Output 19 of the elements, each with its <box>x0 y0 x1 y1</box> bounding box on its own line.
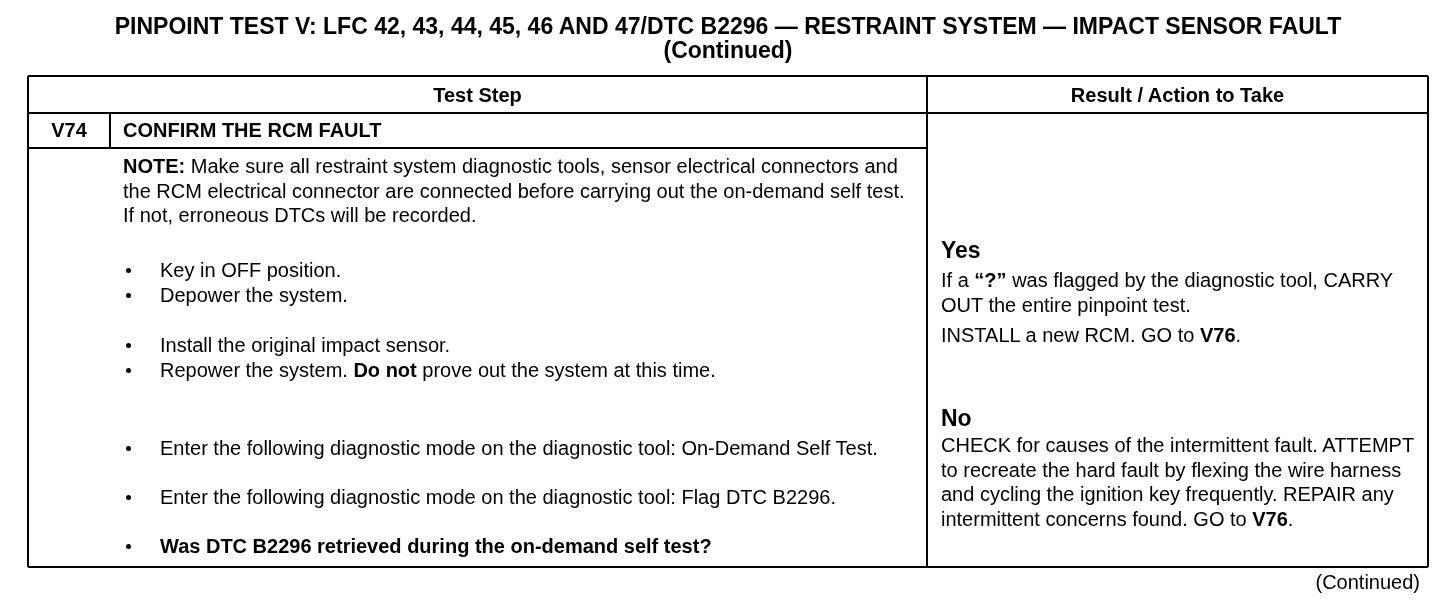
title: PINPOINT TEST V: LFC 42, 43, 44, 45, 46 AND 47/DTC B2296 — RESTRAINT SYSTEM — IMPACT SENSOR FAULT (Continued) <box>113 14 1343 62</box>
step-text: Install the original impact sensor. <box>160 333 452 358</box>
result-heading: No <box>941 406 973 431</box>
result-text: If a “?” was flagged by the diagnostic tool, CARRY OUT the entire pinpoint test. <box>941 268 1394 317</box>
step-text: Repower the system. Do not prove out the system at this time. <box>160 358 717 383</box>
question-text: Was DTC B2296 retrieved during the on-demand self test? <box>160 534 713 559</box>
step-number: V74 <box>50 118 88 143</box>
column-header: Result / Action to Take <box>1069 83 1286 108</box>
action-text: CHECK for causes of the intermittent fault. ATTEMPT to recreate the hard fault by flexing the wire harness and cycling the ignition key frequently. REPAIR any intermittent concerns found. GO to V76. <box>941 433 1415 531</box>
step-text: Depower the system. <box>160 283 349 308</box>
step-text: Enter the following diagnostic mode on the diagnostic tool: On-Demand Self Test. <box>160 436 879 461</box>
note-text: NOTE: Make sure all restraint system diagnostic tools, sensor electrical connectors and the RCM electrical connector are connected before carrying out the on-demand self test. If not, erroneous DTCs will be recorded. <box>123 154 906 228</box>
step-text: Enter the following diagnostic mode on the diagnostic tool: Flag DTC B2296. <box>160 485 837 510</box>
step-title: CONFIRM THE RCM FAULT <box>123 118 383 143</box>
action-text: INSTALL a new RCM. GO to V76. <box>941 323 1243 348</box>
step-text: Key in OFF position. <box>160 258 343 283</box>
continued-note: (Continued) <box>1314 570 1420 595</box>
column-header: Test Step <box>432 83 523 108</box>
result-heading: Yes <box>941 238 982 263</box>
